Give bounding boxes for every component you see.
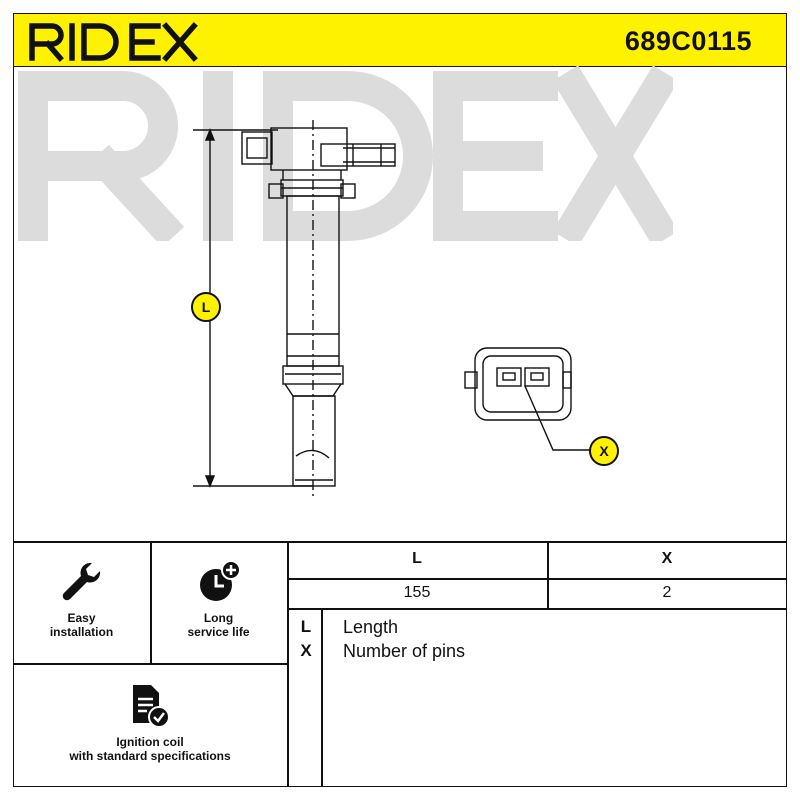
pin-2 xyxy=(524,367,550,387)
legend-key-pins: X xyxy=(300,641,312,660)
coil-drawing xyxy=(193,120,593,496)
document-check-icon xyxy=(133,685,170,728)
length-label-badge: L xyxy=(191,292,221,322)
boot-upper xyxy=(282,365,344,385)
feature-label-line2: installation xyxy=(49,625,114,639)
spec-value-length: 155 xyxy=(403,584,431,601)
connector-housing-left xyxy=(241,131,273,165)
ridex-logo xyxy=(29,22,198,62)
coil-head xyxy=(270,127,348,171)
boot-lower xyxy=(292,395,336,487)
header-bar: 689C0115 xyxy=(13,13,787,67)
legend-meaning-length: Length xyxy=(343,617,399,637)
feature-long-service-life: Long service life xyxy=(150,559,287,639)
technical-drawing: L X xyxy=(13,66,787,542)
feature-label-line1: Long xyxy=(203,611,234,625)
feature-standard-specifications: Ignition coil with standard specificatio… xyxy=(13,683,287,763)
mounting-tab xyxy=(320,143,396,167)
clock-plus-icon xyxy=(199,560,241,601)
info-grid: Easy installation Long service life Igni… xyxy=(13,541,787,787)
feature-label-line1: Easy xyxy=(67,611,96,625)
feature-easy-installation: Easy installation xyxy=(13,559,150,639)
legend-key-length: L xyxy=(300,617,312,636)
wrench-icon xyxy=(62,562,100,601)
pins-label-badge: X xyxy=(589,436,619,466)
spec-header-pins: X xyxy=(661,550,673,567)
pin-leader-line xyxy=(524,385,593,451)
legend-meaning-pins: Number of pins xyxy=(343,641,466,661)
spec-header-length: L xyxy=(412,550,422,567)
connector-face xyxy=(474,347,572,421)
feature-label-line2: service life xyxy=(187,625,250,639)
part-number: 689C0115 xyxy=(624,26,752,56)
pin-1 xyxy=(496,367,522,387)
spec-value-pins: 2 xyxy=(662,584,672,601)
feature-label-line1: Ignition coil xyxy=(116,735,184,749)
feature-label-line2: with standard specifications xyxy=(69,749,231,763)
connector-latch xyxy=(464,371,478,389)
ridex-watermark xyxy=(18,66,673,241)
